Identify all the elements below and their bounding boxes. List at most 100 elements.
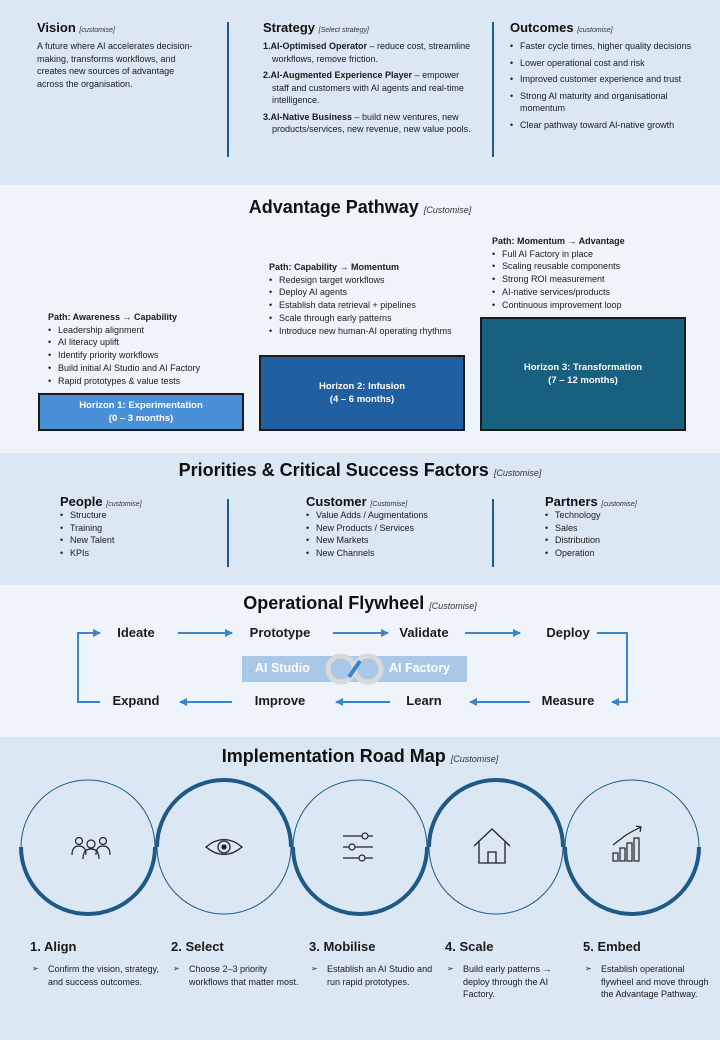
step-arc <box>155 778 293 848</box>
priorities-title: Priorities & Critical Success Factors [C… <box>178 460 542 480</box>
path-item: Full AI Factory in place <box>492 248 692 261</box>
outcomes-list: Faster cycle times, higher quality decis… <box>510 40 705 131</box>
path-item: Introduce new human-AI operating rhythms <box>269 325 469 338</box>
step-arc <box>563 846 701 916</box>
vision-text: A future where AI accelerates decision-m… <box>37 41 193 89</box>
horizon-period: (7 – 12 months) <box>548 375 618 386</box>
roadmap-circles <box>19 778 701 916</box>
roadmap-step-3: 3. Mobilise Establish an AI Studio and r… <box>309 939 439 988</box>
partners-list: Technology Sales Distribution Operation <box>545 509 705 559</box>
customer-column: Customer [Customise] Value Adds / Augmen… <box>306 494 481 559</box>
path-items: Full AI Factory in place Scaling reusabl… <box>492 248 692 312</box>
ai-factory-label: AI Factory <box>389 661 451 675</box>
roadmap-title: Implementation Road Map [Customise] <box>221 746 499 766</box>
outcomes-heading: Outcomes [customise] <box>510 20 613 35</box>
vision-heading: Vision [customise] <box>37 20 115 35</box>
infinity-icon <box>347 659 362 679</box>
horizon-name: Horizon 1: Experimentation <box>79 400 203 411</box>
sliders-icon <box>343 832 373 862</box>
ai-studio-label: AI Studio <box>255 661 310 675</box>
step-desc: Establish an AI Studio and run rapid pro… <box>309 963 439 988</box>
step-title: 2. Select <box>171 939 224 954</box>
flywheel-step: Learn <box>406 693 442 708</box>
step-arc <box>19 846 157 916</box>
path-item: Identify priority workflows <box>48 349 248 362</box>
step-desc: Establish operational flywheel and move … <box>583 963 713 1001</box>
step-title: 5. Embed <box>583 939 641 954</box>
customer-list: Value Adds / Augmentations New Products … <box>306 509 481 559</box>
strategy-item: 2.AI-Augmented Experience Player – empow… <box>263 70 464 105</box>
divider <box>492 22 494 157</box>
roadmap-step-1: 1. Align Confirm the vision, strategy, a… <box>30 939 160 988</box>
horizon-1-box: Horizon 1: Experimentation (0 – 3 months… <box>38 393 244 431</box>
priority-item: Training <box>60 522 220 535</box>
outcome-item: Clear pathway toward AI-native growth <box>510 119 705 132</box>
people-heading: People [customise] <box>60 494 142 509</box>
divider <box>227 22 229 157</box>
path-item: AI literacy uplift <box>48 336 248 349</box>
priority-item: Operation <box>545 547 705 560</box>
path-item: Scale through early patterns <box>269 312 469 325</box>
growth-chart-icon <box>612 825 642 862</box>
roadmap-step-4: 4. Scale Build early patterns → deploy t… <box>445 939 575 1001</box>
path-items: Leadership alignment AI literacy uplift … <box>48 324 248 388</box>
roadmap-step-5: 5. Embed Establish operational flywheel … <box>583 939 713 1001</box>
priority-item: New Markets <box>306 534 481 547</box>
pathway-title: Advantage Pathway [Customise] <box>248 197 472 217</box>
horizon-period: (4 – 6 months) <box>329 394 395 405</box>
flywheel-step: Validate <box>399 625 449 640</box>
roadmap-section: Implementation Road Map [Customise] <box>0 737 720 1040</box>
priority-item: Distribution <box>545 534 705 547</box>
flywheel-step: Measure <box>541 693 595 708</box>
horizon-name: Horizon 2: Infusion <box>318 381 406 392</box>
priority-item: Sales <box>545 522 705 535</box>
horizon-3-box: Horizon 3: Transformation (7 – 12 months… <box>480 317 686 431</box>
advantage-pathway-section: Advantage Pathway [Customise] Path: Awar… <box>0 185 720 453</box>
strategy-column: Strategy [Select strategy] 1.AI-Optimise… <box>263 20 473 140</box>
path-items: Redesign target workflows Deploy AI agen… <box>269 274 469 338</box>
people-list: Structure Training New Talent KPIs <box>60 509 220 559</box>
step-title: 3. Mobilise <box>309 939 376 954</box>
outcome-item: Strong AI maturity and organisational mo… <box>510 90 705 115</box>
flywheel-section: Operational Flywheel [Customise] Ideate … <box>0 585 720 737</box>
outcomes-column: Outcomes [customise] Faster cycle times,… <box>510 20 705 135</box>
step-desc: Confirm the vision, strategy, and succes… <box>30 963 160 988</box>
flywheel-arrows <box>77 629 628 706</box>
flywheel-step: Deploy <box>546 625 590 640</box>
arrow-loop-left <box>77 629 101 703</box>
roadmap-step-2: 2. Select Choose 2–3 priority workflows … <box>171 939 301 988</box>
priority-item: New Channels <box>306 547 481 560</box>
flywheel-title: Operational Flywheel [Customise] <box>243 593 477 613</box>
path-item: Continuous improvement loop <box>492 299 692 312</box>
arrow-loop-right <box>597 632 628 706</box>
path-item: Leadership alignment <box>48 324 248 337</box>
horizon-name: Horizon 3: Transformation <box>523 362 643 373</box>
priority-item: New Talent <box>60 534 220 547</box>
house-icon <box>473 828 511 864</box>
step-title: 4. Scale <box>445 939 494 954</box>
divider <box>492 499 494 567</box>
priority-item: Value Adds / Augmentations <box>306 509 481 522</box>
flywheel-step: Prototype <box>249 625 311 640</box>
flywheel-step: Ideate <box>117 625 155 640</box>
divider <box>227 499 229 567</box>
strategy-item: 1.AI-Optimised Operator – reduce cost, s… <box>263 41 471 64</box>
vision-strategy-outcomes-section: Vision [customise] A future where AI acc… <box>0 0 720 185</box>
priorities-section: Priorities & Critical Success Factors [C… <box>0 453 720 585</box>
priority-item: KPIs <box>60 547 220 560</box>
outcome-item: Improved customer experience and trust <box>510 73 705 86</box>
step-arc <box>291 846 429 916</box>
partners-heading: Partners [customise] <box>545 494 637 509</box>
horizon-3-path: Path: Momentum → Advantage Full AI Facto… <box>492 235 692 311</box>
path-title: Path: Momentum → Advantage <box>492 236 625 246</box>
step-arc <box>427 778 565 848</box>
path-title: Path: Awareness → Capability <box>48 312 178 322</box>
priority-item: Technology <box>545 509 705 522</box>
path-title: Path: Capability → Momentum <box>269 262 400 272</box>
customer-heading: Customer [Customise] <box>306 494 408 509</box>
horizon-period: (0 – 3 months) <box>108 413 174 424</box>
horizon-1-path: Path: Awareness → Capability Leadership … <box>48 311 248 387</box>
path-item: Rapid prototypes & value tests <box>48 375 248 388</box>
path-item: Scaling reusable components <box>492 260 692 273</box>
strategy-heading: Strategy [Select strategy] <box>263 20 369 35</box>
